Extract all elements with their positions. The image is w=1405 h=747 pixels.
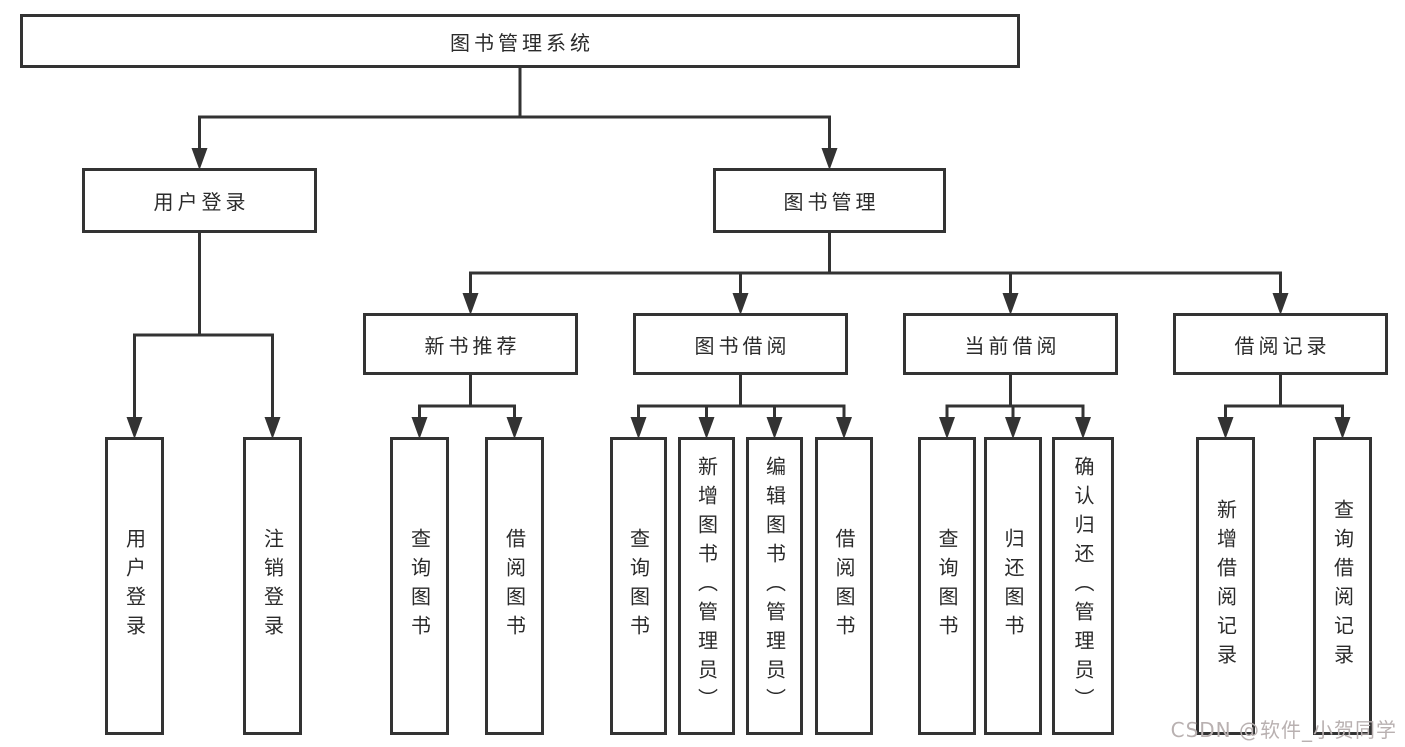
arrowhead-icon	[506, 417, 523, 439]
diagram-node-user-login: 用户登录	[82, 168, 317, 233]
diagram-node-leaf-cb-return: 归还图书	[984, 437, 1042, 735]
diagram-node-leaf-nbr-borrow: 借阅图书	[485, 437, 544, 735]
diagram-node-leaf-nbr-query: 查询图书	[390, 437, 449, 735]
arrowhead-icon	[264, 417, 281, 439]
diagram-node-label: 借阅记录	[1234, 333, 1331, 358]
arrowhead-icon	[411, 417, 428, 439]
diagram-node-label: 查询借阅记录	[1330, 499, 1355, 673]
diagram-node-borrow-record: 借阅记录	[1173, 313, 1388, 375]
arrowhead-icon	[821, 148, 838, 170]
diagram-node-current-borrow: 当前借阅	[903, 313, 1118, 375]
diagram-node-new-book-rec: 新书推荐	[363, 313, 578, 375]
diagram-node-label: 查询图书	[626, 528, 651, 644]
watermark-text: CSDN @软件_小贺同学	[1170, 718, 1397, 742]
arrowhead-icon	[766, 417, 783, 439]
diagram-node-book-mgmt: 图书管理	[713, 168, 946, 233]
diagram-node-leaf-bb-query: 查询图书	[610, 437, 667, 735]
diagram-node-label: 图书管理系统	[450, 30, 594, 55]
arrowhead-icon	[1334, 417, 1351, 439]
diagram-node-leaf-br-query: 查询借阅记录	[1313, 437, 1372, 735]
arrowhead-icon	[126, 417, 143, 439]
diagram-node-leaf-cb-query: 查询图书	[918, 437, 976, 735]
diagram-node-label: 注销登录	[260, 528, 285, 644]
arrowhead-icon	[732, 293, 749, 315]
arrowhead-icon	[939, 417, 955, 439]
arrowhead-icon	[630, 417, 647, 439]
diagram-node-leaf-bb-add: 新增图书（管理员）	[678, 437, 735, 735]
diagram-node-label: 查询图书	[407, 528, 432, 644]
arrowhead-icon	[836, 417, 852, 439]
diagram-node-leaf-logout: 注销登录	[243, 437, 302, 735]
diagram-node-label: 查询图书	[935, 528, 959, 644]
diagram-node-label: 新增借阅记录	[1213, 499, 1238, 673]
arrowhead-icon	[1005, 417, 1021, 439]
arrowhead-icon	[1272, 293, 1289, 315]
arrowhead-icon	[698, 417, 715, 439]
diagram-node-label: 新增图书（管理员）	[694, 455, 719, 717]
arrowhead-icon	[191, 148, 208, 170]
diagram-node-label: 确认归还（管理员）	[1071, 455, 1095, 717]
diagram-node-label: 用户登录	[153, 190, 250, 214]
diagram-node-leaf-cb-confirm: 确认归还（管理员）	[1052, 437, 1114, 735]
diagram-node-leaf-bb-edit: 编辑图书（管理员）	[746, 437, 803, 735]
diagram-node-label: 图书管理	[783, 190, 880, 214]
diagram-node-label: 当前借阅	[964, 333, 1061, 358]
diagram-node-label: 编辑图书（管理员）	[762, 455, 787, 717]
diagram-node-label: 归还图书	[1001, 528, 1025, 644]
diagram-node-book-borrow: 图书借阅	[633, 313, 848, 375]
diagram-node-leaf-br-add: 新增借阅记录	[1196, 437, 1255, 735]
diagram-node-leaf-bb-borrow: 借阅图书	[815, 437, 873, 735]
arrowhead-icon	[1075, 417, 1091, 439]
arrowhead-icon	[462, 293, 479, 315]
diagram-node-leaf-user-login: 用户登录	[105, 437, 164, 735]
diagram-node-label: 用户登录	[122, 528, 147, 644]
diagram-node-label: 借阅图书	[502, 528, 527, 644]
diagram-node-label: 新书推荐	[424, 333, 521, 358]
diagram-node-root: 图书管理系统	[20, 14, 1020, 68]
diagram-node-label: 借阅图书	[832, 528, 856, 644]
arrowhead-icon	[1217, 417, 1234, 439]
arrowhead-icon	[1002, 293, 1019, 315]
diagram-node-label: 图书借阅	[694, 333, 791, 358]
